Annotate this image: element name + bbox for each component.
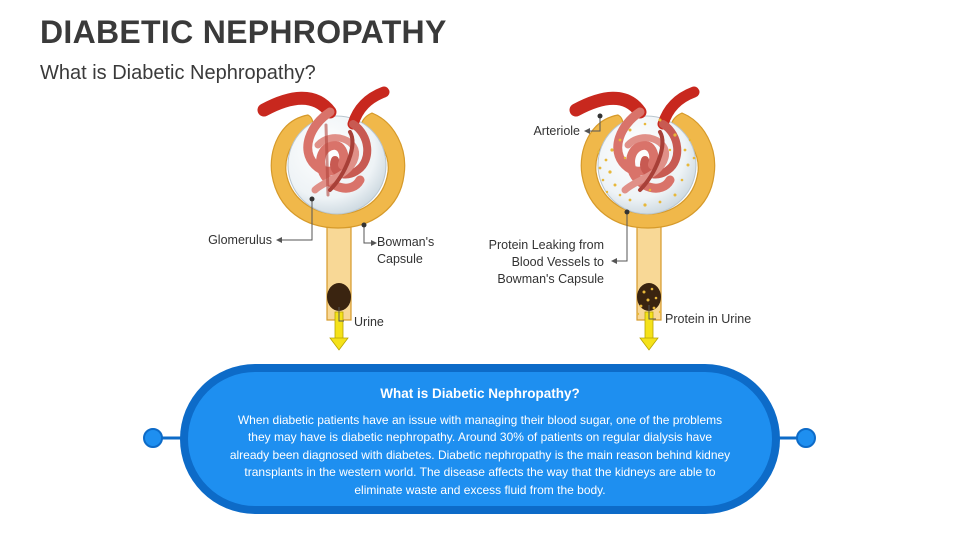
left-afferent-arteriole bbox=[257, 91, 337, 119]
info-box-body: When diabetic patients have an issue wit… bbox=[229, 413, 731, 497]
left-urine-drop bbox=[327, 283, 351, 311]
arteriole-label: Arteriole bbox=[533, 124, 580, 138]
left-efferent-arteriole bbox=[347, 86, 390, 130]
left-glomerulus bbox=[303, 107, 372, 197]
protein-leaking-label: Protein Leaking from Blood Vessels to Bo… bbox=[488, 238, 604, 286]
protein-in-urine-label: Protein in Urine bbox=[665, 312, 752, 326]
glomerulus-label: Glomerulus bbox=[208, 233, 272, 247]
right-efferent-arteriole bbox=[657, 86, 700, 130]
bowmans-leader bbox=[363, 225, 371, 244]
page-title: DIABETIC NEPHROPATHY bbox=[40, 14, 447, 50]
info-box-title: What is Diabetic Nephropathy? bbox=[380, 386, 580, 401]
right-glomerulus bbox=[613, 107, 682, 194]
bowmans-capsule-label: Bowman's Capsule bbox=[377, 235, 435, 266]
info-box-shape bbox=[143, 364, 816, 514]
protein-in-urine-dots bbox=[636, 287, 662, 316]
left-nephron bbox=[257, 86, 406, 351]
protein-urine-leader bbox=[648, 305, 656, 320]
urine-label: Urine bbox=[354, 315, 384, 329]
page-subtitle: What is Diabetic Nephropathy? bbox=[40, 62, 316, 84]
right-connector-dot bbox=[796, 428, 816, 448]
right-nephron bbox=[569, 86, 716, 351]
right-afferent-arteriole bbox=[569, 91, 647, 119]
glomerulus-leader bbox=[282, 200, 313, 241]
arteriole-leader bbox=[590, 116, 601, 132]
left-connector-dot bbox=[143, 428, 163, 448]
right-urine-drop bbox=[637, 283, 661, 311]
protein-leak-leader bbox=[617, 212, 628, 262]
protein-dots bbox=[596, 118, 696, 207]
urine-leader bbox=[338, 307, 344, 322]
